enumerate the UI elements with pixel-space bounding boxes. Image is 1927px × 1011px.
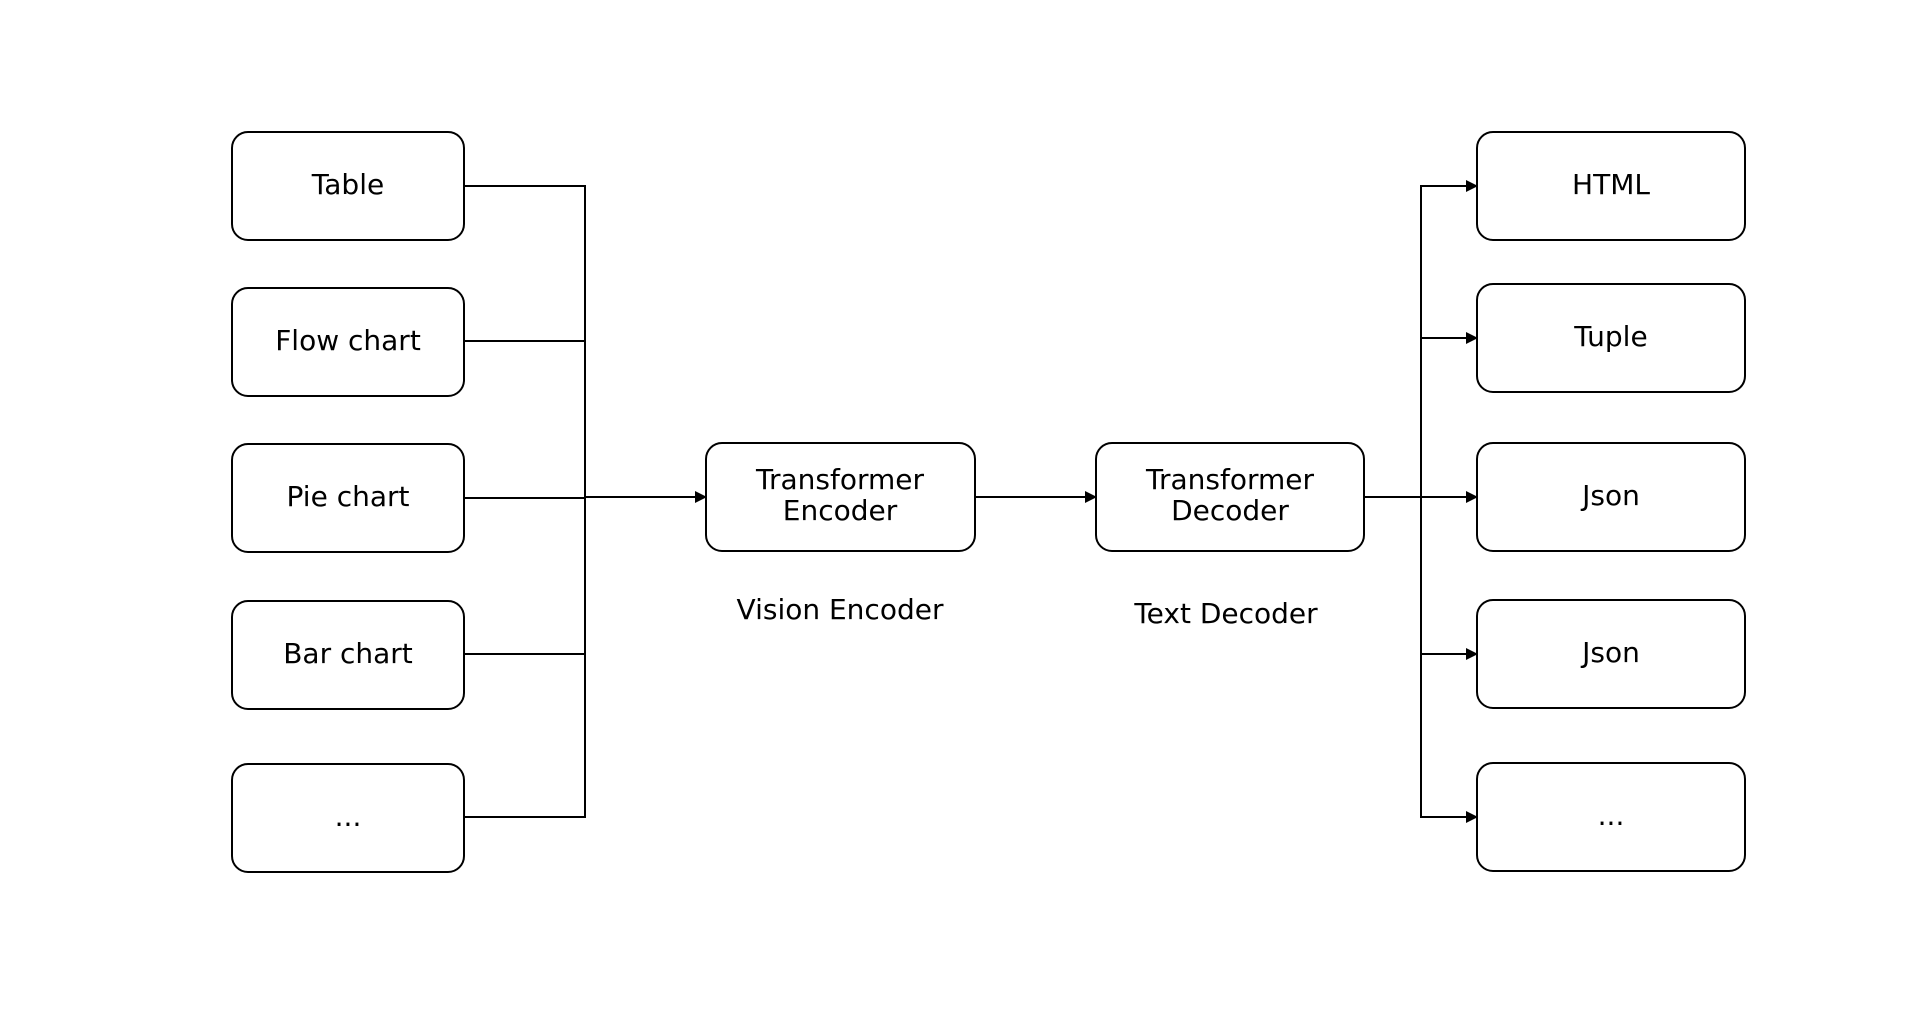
output-node-ellipsis: ... [1476, 762, 1746, 872]
vision-encoder-caption: Vision Encoder [737, 593, 944, 626]
input-node-flow-chart: Flow chart [231, 287, 465, 397]
output-node-json-2: Json [1476, 599, 1746, 709]
transformer-decoder-node: Transformer Decoder [1095, 442, 1365, 552]
output-label: Tuple [1573, 320, 1647, 353]
input-label: Table [311, 168, 384, 201]
output-node-html: HTML [1476, 131, 1746, 241]
input-node-ellipsis: ... [231, 763, 465, 873]
output-node-tuple: Tuple [1476, 283, 1746, 393]
output-label: ... [1598, 799, 1625, 832]
input-label: Bar chart [283, 637, 413, 670]
input-label: Pie chart [287, 480, 410, 513]
input-node-bar-chart: Bar chart [231, 600, 465, 710]
decoder-line1: Transformer [1145, 463, 1315, 496]
encoder-line1: Transformer [755, 463, 925, 496]
input-node-table: Table [231, 131, 465, 241]
input-node-pie-chart: Pie chart [231, 443, 465, 553]
encoder-line2: Encoder [783, 494, 898, 527]
output-connectors [1364, 180, 1478, 823]
output-label: Json [1580, 479, 1640, 512]
output-node-json-1: Json [1476, 442, 1746, 552]
input-connectors [464, 185, 707, 818]
input-label: ... [335, 800, 362, 833]
output-label: Json [1580, 636, 1640, 669]
text-decoder-caption: Text Decoder [1133, 597, 1318, 630]
output-label: HTML [1572, 168, 1650, 201]
decoder-line2: Decoder [1171, 494, 1289, 527]
input-label: Flow chart [275, 324, 421, 357]
transformer-encoder-node: Transformer Encoder [705, 442, 976, 552]
